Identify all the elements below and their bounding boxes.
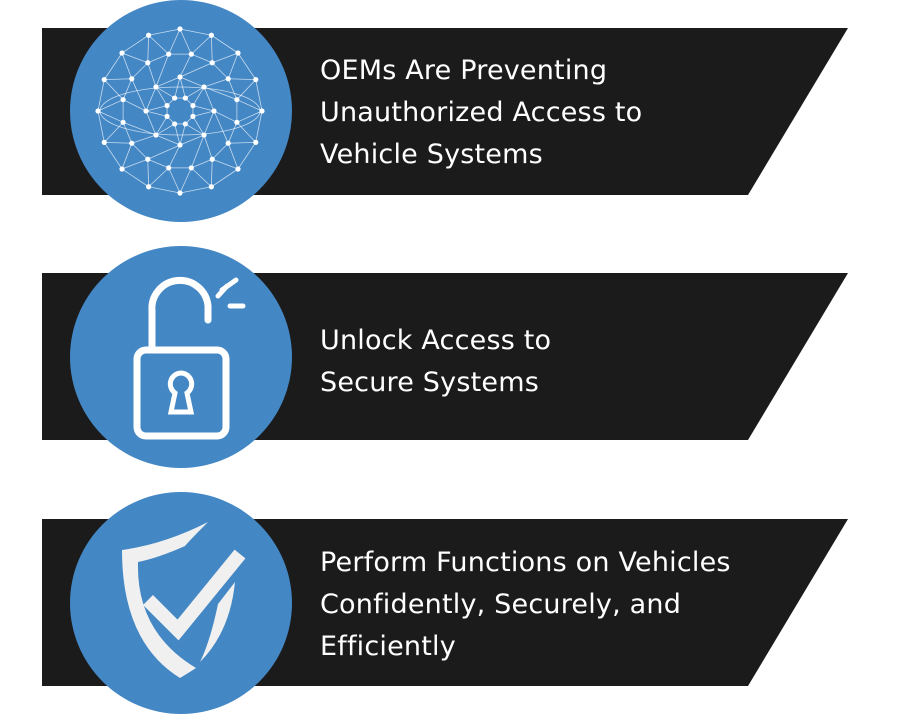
network-node bbox=[146, 184, 152, 190]
network-node bbox=[172, 121, 178, 127]
network-node bbox=[166, 165, 172, 171]
network-node bbox=[190, 103, 196, 109]
text-line: OEMs Are Preventing bbox=[320, 55, 608, 86]
network-node bbox=[153, 84, 159, 90]
network-node bbox=[101, 139, 107, 145]
network-node bbox=[143, 108, 149, 114]
network-node bbox=[188, 51, 194, 57]
network-node bbox=[209, 156, 215, 162]
network-node bbox=[177, 74, 183, 80]
network-node bbox=[235, 50, 241, 56]
network-node bbox=[95, 108, 101, 114]
network-node bbox=[182, 121, 188, 127]
network-node bbox=[201, 132, 207, 138]
network-node bbox=[145, 156, 151, 162]
text-line: Perform Functions on Vehicles bbox=[320, 547, 731, 578]
network-node bbox=[208, 32, 214, 38]
network-node bbox=[120, 119, 126, 125]
network-node bbox=[253, 77, 259, 83]
text-line: Unauthorized Access to bbox=[320, 97, 643, 128]
network-node bbox=[188, 165, 194, 171]
network-node bbox=[177, 26, 183, 32]
network-node bbox=[234, 119, 240, 125]
network-node bbox=[225, 140, 231, 146]
item-3: Perform Functions on Vehicles Confidentl… bbox=[0, 492, 900, 722]
item-2: Unlock Access to Secure Systems bbox=[0, 246, 900, 476]
network-node bbox=[172, 95, 178, 101]
item-1: OEMs Are Preventing Unauthorized Access … bbox=[0, 0, 900, 230]
network-node bbox=[101, 77, 107, 83]
network-node bbox=[177, 190, 183, 196]
text-line: Efficiently bbox=[320, 631, 456, 662]
item-text: Perform Functions on Vehicles Confidentl… bbox=[320, 542, 731, 668]
network-node bbox=[129, 76, 135, 82]
network-node bbox=[164, 103, 170, 109]
item-text: Unlock Access to Secure Systems bbox=[320, 320, 551, 404]
network-node bbox=[234, 97, 240, 103]
network-node bbox=[190, 113, 196, 119]
network-node bbox=[235, 166, 241, 172]
unlocked-padlock-icon bbox=[133, 276, 246, 440]
text-line: Unlock Access to bbox=[320, 325, 552, 356]
icon-circle bbox=[70, 492, 292, 714]
network-node bbox=[209, 60, 215, 66]
network-node bbox=[146, 32, 152, 38]
network-node bbox=[208, 184, 214, 190]
network-node bbox=[259, 108, 265, 114]
icon-circle bbox=[70, 246, 292, 468]
network-node bbox=[166, 51, 172, 57]
text-line: Confidently, Securely, and bbox=[320, 589, 682, 620]
network-node bbox=[120, 97, 126, 103]
network-node bbox=[182, 95, 188, 101]
network-node bbox=[253, 139, 259, 145]
network-globe-icon bbox=[95, 26, 265, 196]
network-node bbox=[164, 113, 170, 119]
network-node bbox=[177, 142, 183, 148]
network-node bbox=[225, 76, 231, 82]
network-node bbox=[145, 60, 151, 66]
network-node bbox=[119, 50, 125, 56]
network-node bbox=[119, 166, 125, 172]
network-node bbox=[211, 108, 217, 114]
icon-circle bbox=[70, 0, 292, 222]
text-line: Vehicle Systems bbox=[320, 139, 543, 170]
text-line: Secure Systems bbox=[320, 367, 539, 398]
shield-check-icon bbox=[122, 522, 246, 678]
network-node bbox=[129, 140, 135, 146]
network-node bbox=[153, 132, 159, 138]
network-node bbox=[201, 84, 207, 90]
item-text: OEMs Are Preventing Unauthorized Access … bbox=[320, 50, 642, 176]
